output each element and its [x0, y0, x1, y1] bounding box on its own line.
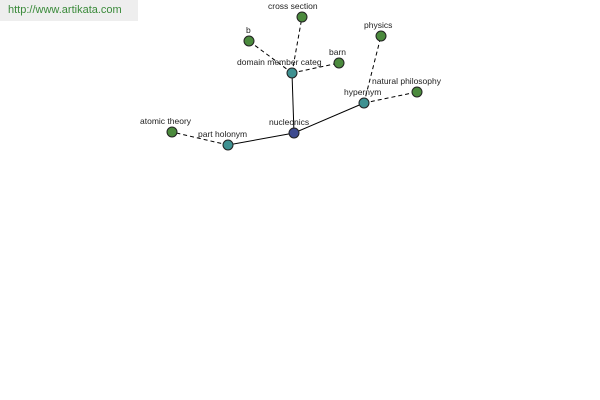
graph-edges [171, 16, 418, 146]
node-barn[interactable] [333, 57, 345, 69]
node-physics[interactable] [375, 30, 387, 42]
node-label-part-holonym[interactable]: part holonym [198, 129, 247, 139]
graph-nodes [166, 11, 423, 151]
node-b[interactable] [243, 35, 255, 47]
node-hypernym[interactable] [358, 97, 370, 109]
edge-nucleonics-domain-member-category [291, 72, 295, 134]
node-nucleonics[interactable] [288, 127, 300, 139]
node-natural-philosophy[interactable] [411, 86, 423, 98]
node-label-hypernym[interactable]: hypernym [344, 87, 381, 97]
node-atomic-theory[interactable] [166, 126, 178, 138]
edge-nucleonics-part-holonym [227, 132, 295, 146]
node-label-nucleonics[interactable]: nucleonics [269, 117, 309, 127]
edge-part-holonym-atomic-theory [171, 131, 229, 146]
edge-nucleonics-hypernym [293, 102, 365, 134]
node-label-barn[interactable]: barn [329, 47, 346, 57]
node-domain-member-category[interactable] [286, 67, 298, 79]
edge-domain-member-category-barn [291, 62, 340, 74]
node-part-holonym[interactable] [222, 139, 234, 151]
edge-hypernym-physics [363, 35, 382, 104]
edge-hypernym-natural-philosophy [363, 91, 418, 104]
edge-domain-member-category-b [248, 40, 293, 74]
edge-domain-member-category-cross-section [291, 16, 303, 74]
node-label-natural-philosophy[interactable]: natural philosophy [372, 76, 442, 86]
node-label-domain-member-category[interactable]: domain member categ [237, 57, 322, 67]
node-cross-section[interactable] [296, 11, 308, 23]
node-label-physics[interactable]: physics [364, 20, 392, 30]
watermark-link[interactable]: http://www.artikata.com [0, 0, 138, 21]
graph-labels: cross section b barn physics natural philoso… [140, 1, 442, 139]
node-label-atomic-theory[interactable]: atomic theory [140, 116, 192, 126]
node-label-b[interactable]: b [246, 25, 251, 35]
node-label-cross-section[interactable]: cross section [268, 1, 318, 11]
